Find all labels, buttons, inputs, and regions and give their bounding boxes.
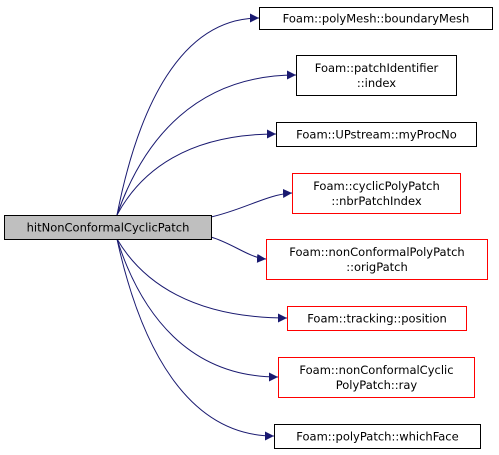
callee-node-label: Foam::UPstream::myProcNo	[296, 128, 457, 142]
callee-node[interactable]: Foam::nonConformalPolyPatch::origPatch	[266, 239, 488, 280]
callee-node-label: ::nbrPatchIndex	[331, 194, 422, 208]
callee-node-label: Foam::polyMesh::boundaryMesh	[283, 12, 470, 26]
callee-node[interactable]: Foam::polyPatch::whichFace	[274, 424, 481, 449]
call-edge	[116, 129, 277, 216]
call-edge	[116, 13, 260, 216]
callee-node-box	[259, 7, 493, 30]
callee-node-box	[296, 55, 457, 96]
call-edge	[210, 188, 293, 218]
callee-node-box	[292, 173, 461, 214]
callee-node-box	[266, 239, 488, 280]
call-edge	[210, 236, 267, 263]
call-edge	[116, 238, 288, 323]
callee-node-box	[278, 357, 475, 398]
callee-node-box	[276, 122, 477, 147]
call-edges	[116, 13, 297, 441]
call-edge	[116, 70, 297, 216]
callee-node-label: ::index	[357, 76, 396, 90]
graph-nodes: hitNonConformalCyclicPatch Foam::polyMesh…	[4, 7, 493, 449]
callee-node[interactable]: Foam::patchIdentifier::index	[296, 55, 457, 96]
call-edge	[116, 238, 279, 382]
callee-node-label: ::origPatch	[346, 260, 408, 274]
callee-node-label: PolyPatch::ray	[336, 378, 418, 392]
callee-node-box	[274, 424, 481, 449]
callee-node-label: Foam::cyclicPolyPatch	[313, 179, 440, 193]
callee-node-label: Foam::nonConformalCyclic	[299, 363, 453, 377]
callee-node[interactable]: Foam::tracking::position	[287, 306, 467, 331]
callee-node-label: Foam::tracking::position	[307, 312, 447, 326]
callee-node[interactable]: Foam::UPstream::myProcNo	[276, 122, 477, 147]
callee-node-label: Foam::nonConformalPolyPatch	[289, 245, 464, 259]
callee-node-box	[287, 306, 467, 331]
callee-node-label: Foam::polyPatch::whichFace	[296, 430, 458, 444]
callee-node-label: Foam::patchIdentifier	[315, 61, 439, 75]
root-function-node-label: hitNonConformalCyclicPatch	[27, 221, 190, 235]
callee-node[interactable]: Foam::cyclicPolyPatch::nbrPatchIndex	[292, 173, 461, 214]
root-function-node[interactable]: hitNonConformalCyclicPatch	[4, 215, 212, 240]
root-function-node-box	[4, 215, 212, 240]
call-edge	[116, 238, 275, 441]
callee-node[interactable]: Foam::polyMesh::boundaryMesh	[259, 7, 493, 30]
